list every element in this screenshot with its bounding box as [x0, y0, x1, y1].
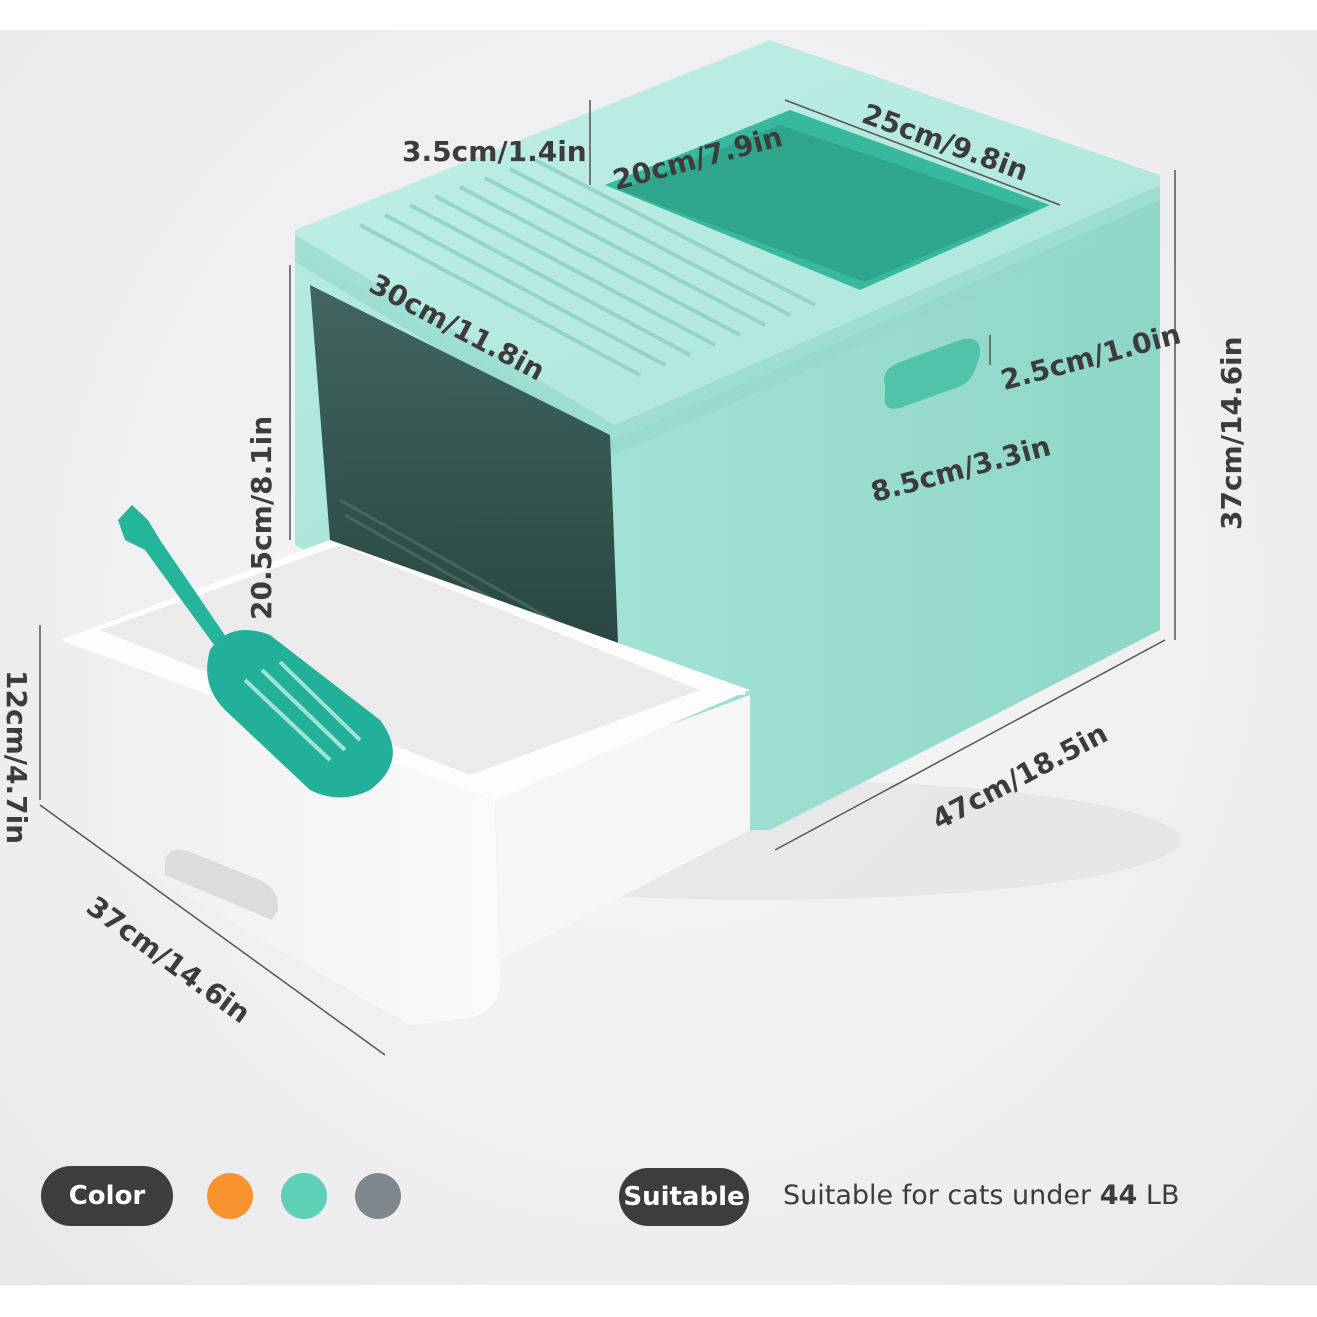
dim-drawer-height: 12cm/4.7in	[0, 670, 33, 845]
top-opening-inner	[620, 125, 1030, 282]
dim-door-height: 20.5cm/8.1in	[245, 415, 278, 620]
body-top	[295, 40, 1160, 440]
suitable-weight: 44	[1099, 1180, 1138, 1211]
dim-total-height: 37cm/14.6in	[1215, 336, 1248, 530]
scoop	[118, 505, 393, 798]
swatch-gray[interactable]	[355, 1173, 401, 1219]
swatch-orange[interactable]	[207, 1173, 253, 1219]
suitable-prefix: Suitable for cats under	[783, 1180, 1092, 1211]
color-label-pill: Color	[41, 1166, 173, 1226]
drawer-inner	[100, 545, 700, 775]
drawer-right	[495, 695, 750, 960]
body-right-side	[610, 180, 1160, 830]
dim-rim-depth: 3.5cm/1.4in	[402, 135, 587, 168]
litter-box-illustration	[39, 40, 1180, 1056]
swatch-mint[interactable]	[281, 1173, 327, 1219]
suitable-label-pill: Suitable	[619, 1168, 749, 1226]
side-handle	[884, 338, 981, 409]
suitable-description: Suitable for cats under 44 LB	[783, 1180, 1179, 1211]
product-stage: 3.5cm/1.4in 20cm/7.9in 25cm/9.8in 30cm/1…	[0, 30, 1317, 1285]
top-grate	[359, 158, 816, 377]
drawer-handle	[165, 849, 279, 920]
dimension-lines	[39, 99, 1176, 1056]
drawer-front	[60, 640, 500, 1025]
front-door	[310, 285, 620, 695]
suitable-unit: LB	[1145, 1180, 1180, 1211]
